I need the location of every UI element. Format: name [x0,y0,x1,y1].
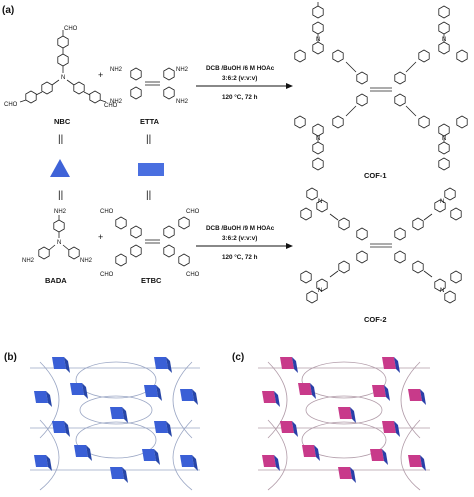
svg-text:N: N [442,136,446,142]
etta-nh2-bl: NH2 [110,99,123,105]
svg-text:N: N [442,37,446,43]
reaction-2-conditions: DCB /BuOH /9 M HOAc 3:6:2 (v:v:v) 120 °C… [196,225,293,261]
svg-text:N: N [318,199,322,205]
panel-label-a: (a) [2,5,14,16]
etta-nh2-tr: NH2 [176,67,189,73]
etbc-label: ETBC [141,276,162,285]
bada-nh2-left: NH2 [22,258,35,264]
etta-label: ETTA [140,117,160,126]
triangle-node-icon [50,159,70,177]
nbc-cho-right: CHO [104,103,118,109]
nbc-cho-top: CHO [64,26,78,32]
equiv-bada: || [58,190,63,201]
reaction-1-reagents: DCB /BuOH /6 M HOAc [206,65,275,72]
etta-molecule: NH2 NH2 NH2 NH2 [110,67,189,105]
svg-text:N: N [57,240,61,246]
nbc-label: NBC [54,117,71,126]
panel-label-c: (c) [232,352,244,363]
svg-text:N: N [318,288,322,294]
bada-nh2-right: NH2 [80,258,93,264]
etbc-cho-br: CHO [186,272,200,278]
reaction-2-reagents: DCB /BuOH /9 M HOAc [206,225,275,232]
reaction-2-temp-time: 120 °C, 72 h [222,253,258,261]
plus-sign-2: + [98,232,103,242]
etbc-cho-tr: CHO [186,209,200,215]
plus-sign-1: + [98,70,103,80]
reaction-1-temp-time: 120 °C, 72 h [222,93,258,101]
svg-text:N: N [61,75,65,81]
svg-text:N: N [316,136,320,142]
etbc-molecule: CHO CHO CHO CHO [100,209,200,278]
reaction-1-conditions: DCB /BuOH /6 M HOAc 3:6:2 (v:v:v) 120 °C… [196,65,293,101]
etbc-cho-tl: CHO [100,209,114,215]
bada-nh2-top: NH2 [54,209,67,215]
svg-text:N: N [440,199,444,205]
bada-label: BADA [45,276,67,285]
rectangle-node-icon [138,163,164,176]
cof-2-framework-model [258,357,430,491]
panel-label-b: (b) [4,352,17,363]
svg-text:N: N [316,37,320,43]
etta-nh2-tl: NH2 [110,67,123,73]
svg-text:N: N [440,288,444,294]
etta-nh2-br: NH2 [176,99,189,105]
equiv-etbc: || [146,190,151,201]
reaction-2-ratio: 3:6:2 (v:v:v) [222,235,257,242]
reaction-1-ratio: 3:6:2 (v:v:v) [222,75,257,82]
cof-1-framework-model [30,357,200,491]
nbc-molecule: N CHO CHO CHO [4,26,118,109]
cof-2-structure: N N N N [300,187,462,304]
equiv-nbc: || [58,134,63,145]
nbc-cho-left: CHO [4,102,18,108]
etbc-cho-bl: CHO [100,272,114,278]
cof-2-label: COF-2 [364,315,387,324]
cof-1-structure: N N N N [294,2,468,171]
equiv-etta: || [146,134,151,145]
bada-molecule: N NH2 NH2 NH2 [22,209,93,264]
cof-1-label: COF-1 [364,171,387,180]
